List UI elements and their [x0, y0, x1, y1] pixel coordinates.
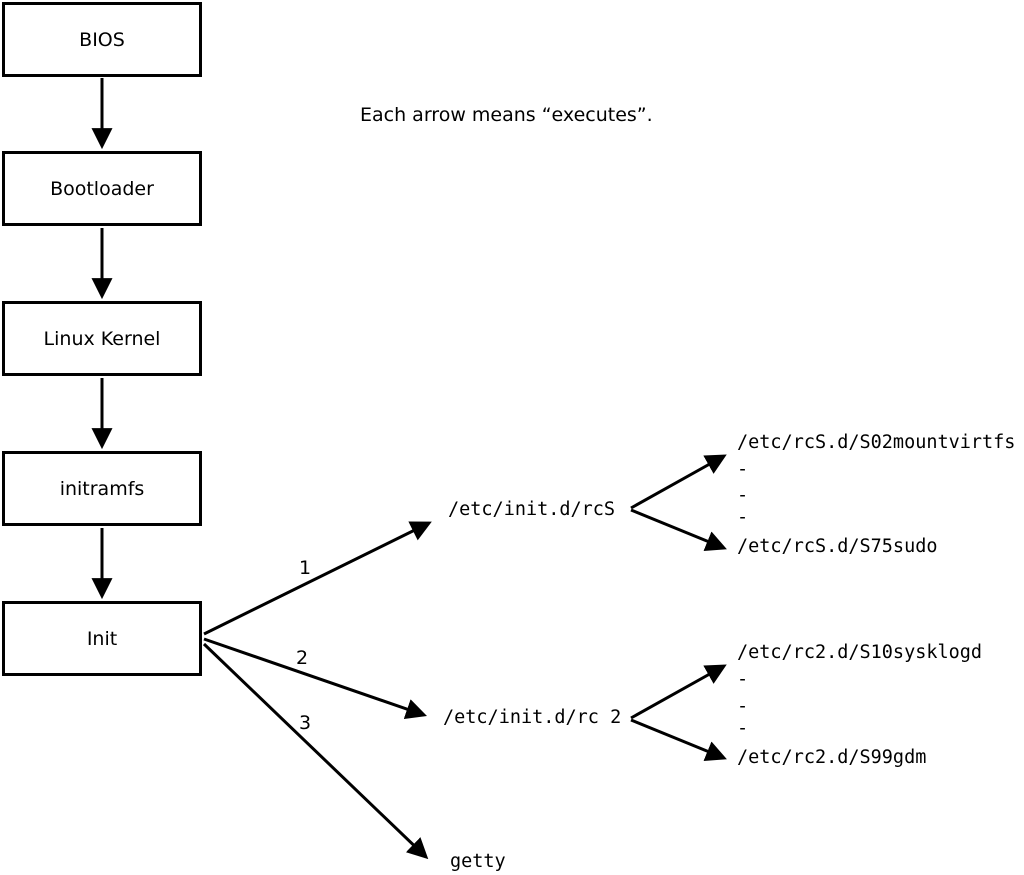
node-initramfs-label: initramfs: [59, 477, 145, 500]
rc2-ellipsis-dash: -: [737, 718, 749, 739]
rcs-last-script: /etc/rcS.d/S75sudo: [737, 536, 938, 557]
arrow-rc2-to-first-script: [630, 664, 727, 720]
node-init-label: Init: [86, 627, 118, 650]
rcs-ellipsis-dash: -: [737, 485, 749, 506]
arrow-order-3: 3: [299, 712, 312, 734]
rc2-first-script: /etc/rc2.d/S10sysklogd: [737, 642, 983, 663]
arrow-rcs-to-first-script: [630, 454, 727, 510]
target-rc2-script: /etc/init.d/rc 2: [443, 707, 622, 728]
target-getty: getty: [450, 851, 506, 872]
rcs-ellipsis-dash: -: [737, 507, 749, 528]
arrow-rcs-to-last-script: [630, 508, 727, 551]
rc2-last-script: /etc/rc2.d/S99gdm: [737, 747, 927, 768]
node-linux-kernel: Linux Kernel: [2, 301, 202, 376]
diagram-caption: Each arrow means “executes”.: [360, 104, 653, 126]
rc2-ellipsis-dash: -: [737, 696, 749, 717]
arrow-order-1: 1: [299, 557, 312, 579]
node-bootloader: Bootloader: [2, 151, 202, 226]
node-bios: BIOS: [2, 2, 202, 77]
node-bootloader-label: Bootloader: [50, 177, 154, 200]
target-rcs-script: /etc/init.d/rcS: [448, 499, 616, 520]
arrow-order-2: 2: [296, 647, 309, 669]
arrow-init-to-rcs: [203, 521, 432, 636]
arrow-init-to-getty: [202, 642, 429, 860]
node-linux-kernel-label: Linux Kernel: [43, 327, 161, 350]
node-init: Init: [2, 601, 202, 676]
arrow-rc2-to-last-script: [630, 718, 727, 761]
node-initramfs: initramfs: [2, 451, 202, 526]
rc2-ellipsis-dash: -: [737, 669, 749, 690]
node-bios-label: BIOS: [79, 28, 125, 51]
arrow-init-to-rc2: [203, 637, 427, 720]
rcs-ellipsis-dash: -: [737, 459, 749, 480]
rcs-first-script: /etc/rcS.d/S02mountvirtfs: [737, 432, 1016, 453]
